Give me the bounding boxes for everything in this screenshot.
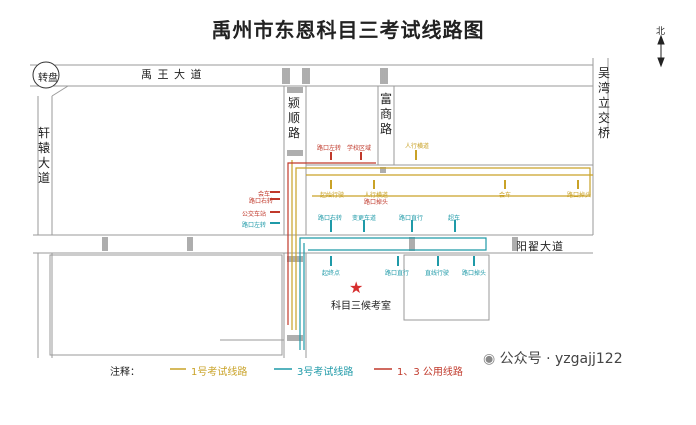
map-title: 禹州市东恩科目三考试线路图 — [211, 18, 485, 42]
marker-straight-drive: 直线行驶 — [425, 270, 450, 277]
yangzhai-road-label: 阳翟大道 — [516, 240, 564, 253]
legend-route1: 1号考试线路 — [191, 367, 248, 378]
exam-room-label: 科目三候考室 — [331, 301, 391, 312]
route3-path — [299, 237, 487, 350]
wechat-icon: ◉ — [483, 351, 496, 367]
marker-u-turn-2: 路口掉头 — [567, 192, 592, 199]
marker-crosswalk-1: 人行横道 — [405, 143, 430, 150]
yingshun-road-label: 颍顺路 — [287, 96, 300, 140]
watermark: ◉ 公众号 · yzgajj122 — [483, 348, 623, 368]
marker-meet-2: 会车 — [499, 192, 512, 199]
marker-crosswalk-2: 人行横道 — [364, 192, 389, 199]
xuanyuan-road-label: 轩辕大道 — [37, 126, 50, 185]
marker-right-turn-1: 路口右转 — [249, 198, 274, 205]
north-compass — [657, 34, 665, 68]
marker-u-turn-1: 路口掉头 — [364, 199, 389, 206]
legend-route3: 3号考试线路 — [297, 367, 354, 378]
route1-path — [291, 160, 593, 330]
fushang-road-label: 富商路 — [379, 92, 392, 136]
roundabout-label: 转盘 — [38, 73, 58, 84]
marker-left-turn: 路口左转 — [317, 145, 342, 152]
marker-school-zone: 学校区域 — [347, 145, 372, 152]
yuwang-road-label: 禹 王 大 道 — [141, 68, 203, 81]
marker-bus-stop: 公交车站 — [242, 211, 267, 218]
north-label: 北 — [656, 27, 666, 37]
marker-right-turn-2: 路口右转 — [318, 215, 343, 222]
marker-start-1: 起始行驶 — [320, 192, 345, 199]
legend-note: 注释： — [110, 367, 140, 378]
marker-meet-car: 会车 — [258, 191, 271, 198]
legend-shared: 1、3 公用线路 — [397, 367, 463, 378]
marker-start-point: 起终点 — [322, 270, 341, 277]
marker-left-turn-2: 路口左转 — [242, 222, 267, 229]
wuwan-bridge-label: 吴湾立交桥 — [597, 66, 610, 140]
shared-path — [287, 162, 376, 325]
exam-room-star-icon: ★ — [349, 278, 364, 297]
marker-straight-1: 路口直行 — [399, 215, 424, 222]
crosswalk-yw — [282, 68, 388, 84]
crosswalks — [102, 68, 518, 341]
marker-arrows — [270, 150, 579, 266]
crosswalk-yangzhai — [102, 167, 518, 251]
watermark-text: 公众号 · yzgajj122 — [499, 351, 623, 367]
roundabout-circle — [32, 61, 60, 89]
marker-overtake: 超车 — [448, 215, 461, 222]
marker-u-turn-3: 路口掉头 — [462, 270, 487, 277]
road-outlines — [30, 58, 609, 358]
marker-straight-2: 路口直行 — [385, 270, 410, 277]
marker-lane-change: 变更车道 — [352, 215, 377, 222]
